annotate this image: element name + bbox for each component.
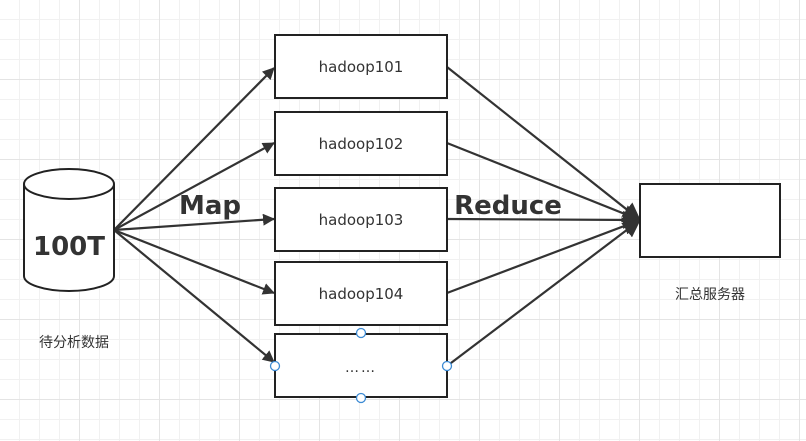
node-hadoop102[interactable]: hadoop102: [274, 111, 448, 176]
resize-handle-right[interactable]: [441, 360, 453, 372]
reduce-edges: [446, 66, 642, 367]
node-hadoop101[interactable]: hadoop101: [274, 34, 448, 99]
reduce-edge-4[interactable]: [446, 217, 642, 295]
node-label: hadoop102: [319, 135, 404, 153]
map-edge-3[interactable]: [113, 213, 275, 232]
source-data-cylinder[interactable]: 100T: [23, 168, 115, 292]
node-ellipsis-selected[interactable]: ……: [269, 327, 453, 404]
node-label: ……: [345, 360, 377, 376]
node-label: hadoop101: [319, 58, 404, 76]
map-edges: [113, 67, 275, 363]
reduce-edge-1[interactable]: [446, 66, 641, 221]
resize-handle-bottom[interactable]: [355, 392, 367, 404]
node-hadoop103[interactable]: hadoop103: [274, 187, 448, 252]
source-caption: 待分析数据: [39, 335, 109, 351]
node-label: hadoop104: [319, 285, 404, 303]
node-hadoop104[interactable]: hadoop104: [274, 261, 448, 326]
map-phase-label: Map: [179, 191, 241, 221]
node-label: hadoop103: [319, 211, 404, 229]
resize-handle-left[interactable]: [269, 360, 281, 372]
map-edge-4[interactable]: [113, 228, 275, 295]
reduce-edge-2[interactable]: [446, 141, 642, 223]
summary-caption: 汇总服务器: [675, 287, 745, 303]
reduce-edge-5[interactable]: [446, 219, 641, 367]
reduce-phase-label: Reduce: [454, 191, 562, 221]
summary-server-box[interactable]: [639, 183, 781, 258]
source-label: 100T: [33, 232, 105, 262]
map-edge-2[interactable]: [113, 142, 275, 231]
reduce-edge-3[interactable]: [446, 210, 642, 229]
resize-handle-top[interactable]: [355, 327, 367, 339]
map-edge-1[interactable]: [113, 67, 275, 231]
map-edge-5[interactable]: [113, 229, 275, 363]
